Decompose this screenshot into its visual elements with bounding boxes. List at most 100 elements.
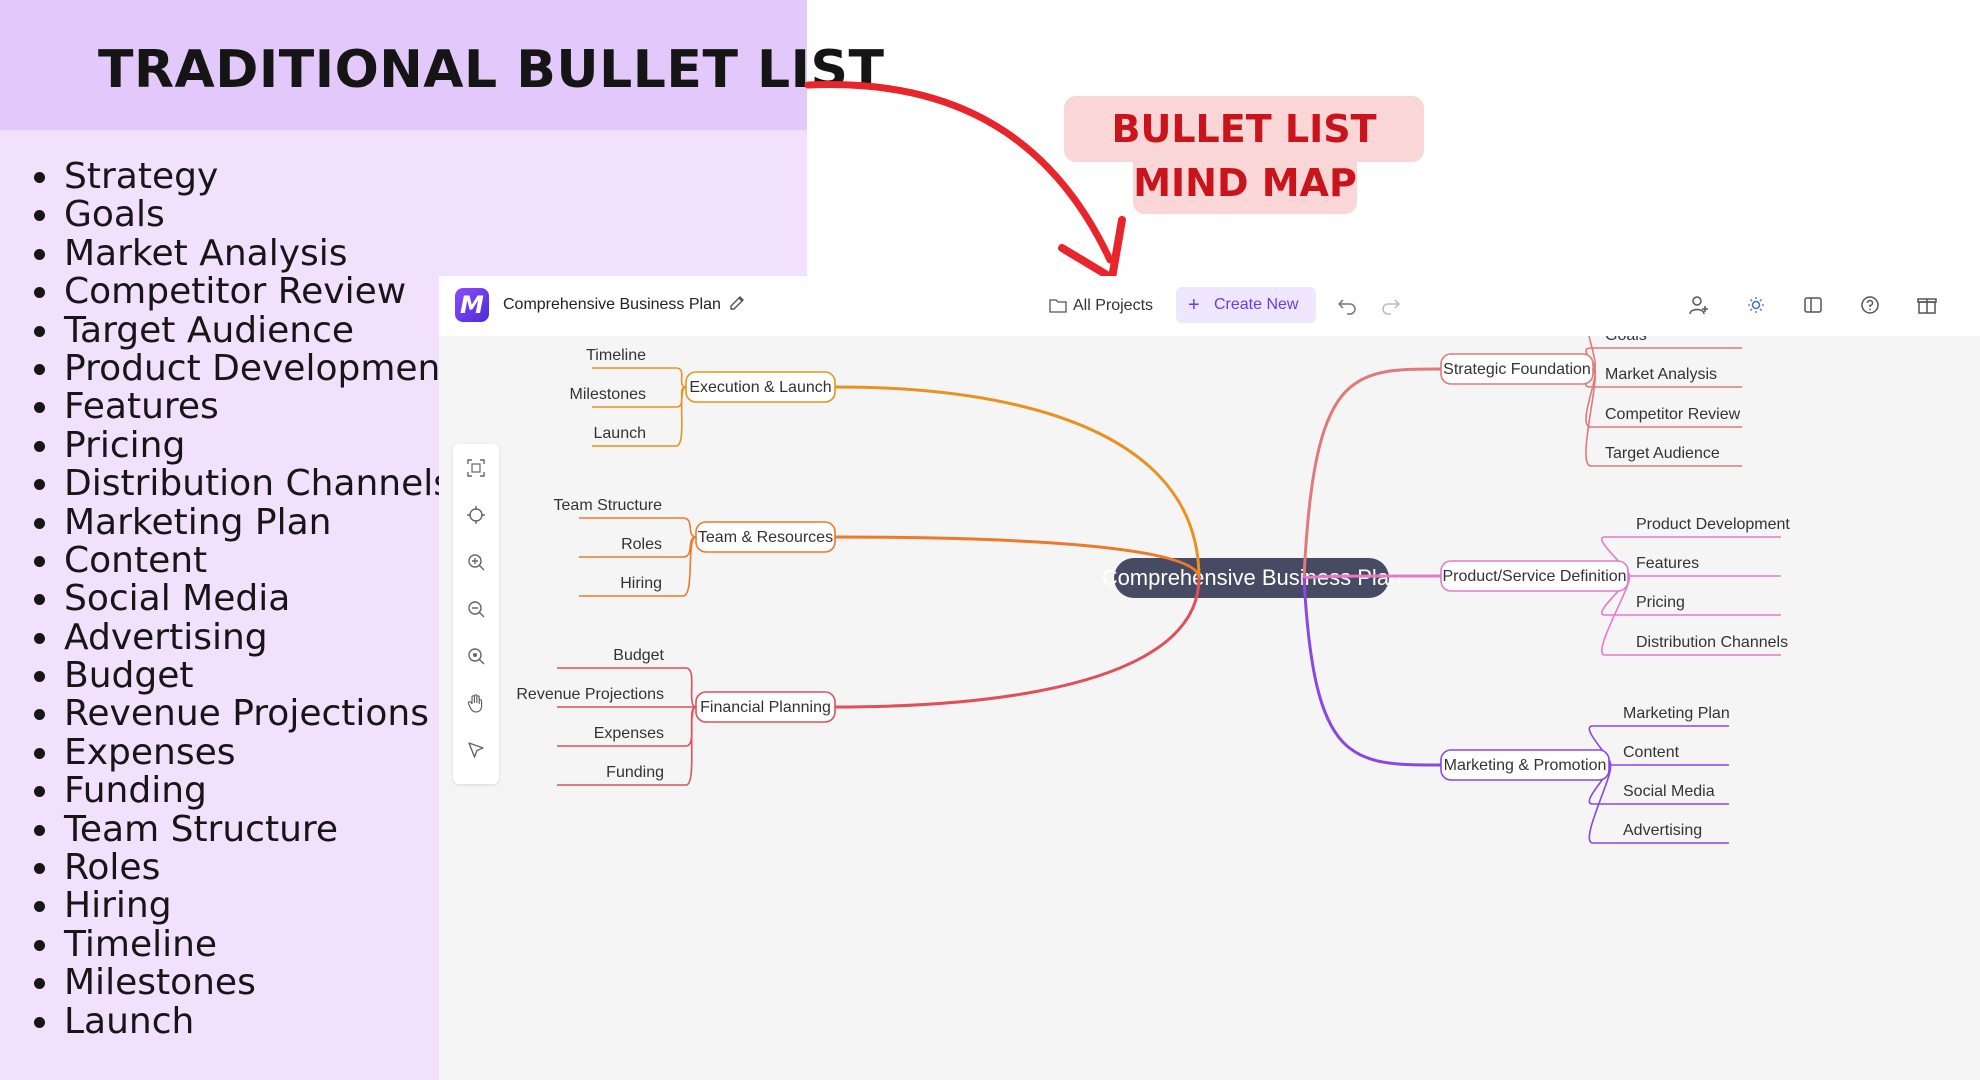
document-title[interactable]: Comprehensive Business Plan: [503, 296, 721, 313]
all-projects-label: All Projects: [1073, 297, 1154, 314]
child-connector: [579, 536, 697, 597]
bullet-item: Competitor Review: [30, 272, 454, 311]
child-node-label[interactable]: Milestones: [570, 386, 646, 403]
zoom-reset-icon[interactable]: [466, 646, 486, 666]
bullet-item: Social Media: [30, 580, 454, 618]
pencil-icon[interactable]: [727, 294, 747, 314]
child-node-label[interactable]: Launch: [594, 425, 647, 442]
bullet-dot: [34, 1016, 45, 1028]
pointer-icon[interactable]: [466, 740, 486, 760]
bullet-item-label: Team Structure: [64, 808, 339, 850]
branch-node-label: Marketing & Promotion: [1444, 757, 1607, 774]
bullet-item: Market Analysis: [30, 234, 454, 273]
bullet-item: Marketing Plan: [30, 501, 454, 543]
branch-node[interactable]: [1440, 749, 1610, 781]
mindmap-app: Comprehensive Business PlanStrategyGoals…: [439, 276, 1980, 1080]
child-node-label[interactable]: Team Structure: [554, 497, 663, 514]
child-node-label[interactable]: Social Media: [1623, 783, 1715, 800]
fit-screen-icon[interactable]: [466, 458, 486, 478]
bullet-dot: [34, 786, 45, 798]
bullet-dot: [34, 325, 45, 337]
child-connector: [1601, 536, 1781, 577]
bullet-item-label: Distribution Channels: [64, 463, 453, 505]
bullet-item-label: Roles: [64, 847, 161, 889]
child-connector: [592, 367, 687, 388]
bullet-dot: [34, 172, 45, 183]
mindmap-canvas[interactable]: Comprehensive Business PlanStrategyGoals…: [439, 276, 1980, 1080]
bullet-item-label: Product Development: [64, 347, 455, 389]
layout-icon[interactable]: [1802, 294, 1824, 316]
child-node-label[interactable]: Distribution Channels: [1636, 634, 1788, 651]
center-icon[interactable]: [466, 505, 486, 525]
central-node[interactable]: [1114, 558, 1389, 598]
branch-node[interactable]: [1440, 560, 1629, 592]
bullet-item: Pricing: [30, 424, 454, 466]
child-node-label[interactable]: Hiring: [620, 575, 662, 592]
top-bar: M Comprehensive Business Plan All Projec…: [439, 276, 1980, 336]
child-node-label[interactable]: Advertising: [1623, 822, 1702, 839]
child-node-label[interactable]: Target Audience: [1605, 445, 1720, 462]
theme-icon[interactable]: [1745, 294, 1767, 316]
undo-icon[interactable]: [1336, 294, 1358, 316]
child-node-label[interactable]: Competitor Review: [1605, 406, 1741, 423]
hand-icon[interactable]: [466, 693, 486, 713]
bullet-item-label: Timeline: [64, 923, 218, 965]
bullet-dot: [34, 978, 45, 990]
branch-node[interactable]: [685, 371, 836, 403]
child-node-label[interactable]: Revenue Projections: [516, 686, 664, 703]
branch-node[interactable]: [695, 521, 836, 553]
child-connector: [579, 517, 697, 538]
bullet-item-label: Strategy: [64, 156, 219, 197]
bullet-item: Team Structure: [30, 808, 454, 850]
app-logo[interactable]: M: [455, 288, 489, 322]
child-node-label[interactable]: Product Development: [1636, 516, 1790, 533]
branch-node-label: Strategic Foundation: [1443, 361, 1591, 378]
child-node-label[interactable]: Content: [1623, 744, 1680, 761]
zoom-out-icon[interactable]: [466, 599, 486, 619]
gift-icon[interactable]: [1916, 294, 1938, 316]
child-node-label[interactable]: Expenses: [594, 725, 664, 742]
callout-line2: MIND MAP: [1133, 152, 1357, 214]
bullet-item-label: Marketing Plan: [64, 501, 332, 543]
bullet-item: Goals: [30, 196, 454, 234]
bullet-item: Funding: [30, 772, 454, 810]
child-connector: [557, 667, 697, 708]
branch-node[interactable]: [1440, 353, 1594, 385]
bullet-item: Features: [30, 388, 454, 426]
bullet-item-label: Advertising: [64, 616, 268, 658]
bullet-item-label: Pricing: [64, 424, 186, 466]
branch-node[interactable]: [695, 691, 836, 723]
help-icon[interactable]: [1859, 294, 1881, 316]
child-node-label[interactable]: Funding: [606, 764, 664, 781]
bullet-item: Revenue Projections: [30, 695, 454, 733]
bullet-item: Content: [30, 541, 454, 580]
bullet-item: Strategy: [30, 156, 454, 197]
bullet-item: Advertising: [30, 616, 454, 658]
child-node-label[interactable]: Timeline: [586, 347, 646, 364]
child-connector: [1585, 368, 1742, 467]
bullet-dot: [34, 363, 45, 375]
bullet-item: Timeline: [30, 923, 454, 965]
child-node-label[interactable]: Budget: [613, 647, 664, 664]
child-node-label[interactable]: Market Analysis: [1605, 366, 1717, 383]
add-user-icon[interactable]: [1688, 294, 1710, 316]
child-node-label[interactable]: Features: [1636, 555, 1699, 572]
branch-connector: [1303, 574, 1442, 580]
create-new-button[interactable]: + Create New: [1176, 287, 1316, 323]
branch-connector: [834, 577, 1201, 709]
zoom-in-icon[interactable]: [466, 552, 486, 572]
child-node-label[interactable]: Marketing Plan: [1623, 705, 1730, 722]
bullet-item-label: Launch: [64, 1000, 195, 1042]
child-node-label[interactable]: Pricing: [1636, 594, 1685, 611]
bullet-dot: [34, 402, 45, 414]
bullet-item: Launch: [30, 1000, 454, 1042]
bullet-item: Distribution Channels: [30, 463, 454, 505]
all-projects-link[interactable]: All Projects: [1047, 293, 1153, 319]
child-node-label[interactable]: Roles: [621, 536, 662, 553]
bullet-dot: [34, 824, 45, 836]
redo-icon[interactable]: [1380, 294, 1402, 316]
bullet-dot: [34, 709, 45, 721]
bullet-item: Expenses: [30, 733, 454, 772]
